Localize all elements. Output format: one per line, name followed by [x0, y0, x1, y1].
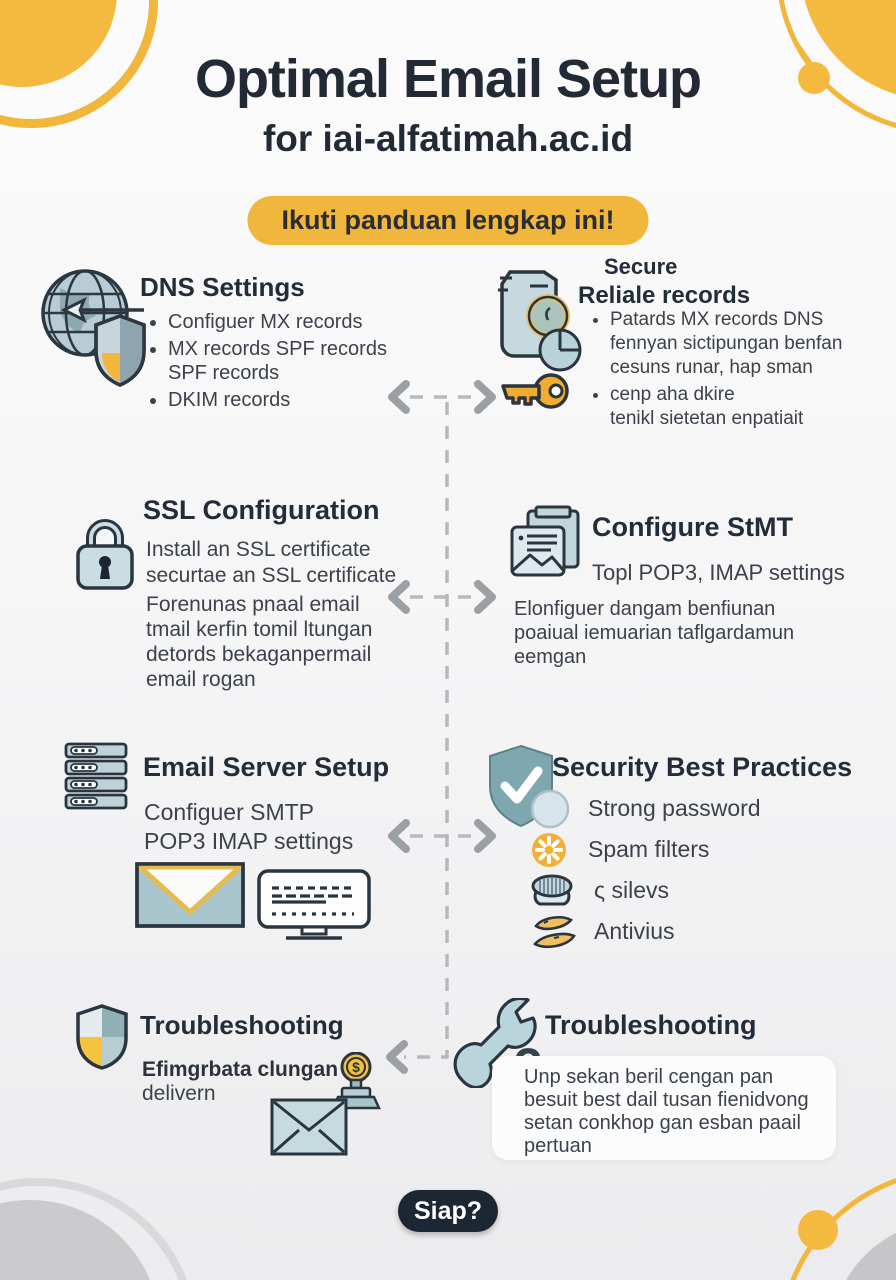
envelope-icon	[135, 862, 245, 928]
section-title-ts-left: Troubleshooting	[140, 1010, 344, 1040]
antivirus-crescents-icon	[532, 915, 576, 948]
security-item-label: Antivius	[594, 918, 675, 944]
section-title-server: Email Server Setup	[143, 752, 390, 782]
ssl-paragraph-1: Install an SSL certificate securtae an S…	[146, 538, 397, 587]
security-item-label: Strong password	[588, 795, 761, 821]
orbit-dot-topright	[798, 62, 830, 94]
security-item-label: ς silevs	[594, 877, 669, 903]
security-item: ς silevs	[530, 870, 761, 911]
monitor-icon	[257, 869, 371, 940]
dns-bullet-list: Configuer MX records MX records SPF reco…	[146, 310, 438, 415]
section-title-secure-2: Reliale records	[578, 282, 751, 309]
security-item-label: Spam filters	[588, 836, 710, 862]
ssl-paragraph-2: Forenunas pnaal email tmail kerfin tomil…	[146, 593, 373, 691]
server-rack-icon	[64, 742, 128, 810]
mail-stack-icon	[510, 505, 580, 577]
lock-icon	[76, 519, 134, 590]
ts-right-paragraph: Unp sekan beril cengan pan besuit best d…	[524, 1066, 809, 1157]
section-title-security: Security Best Practices	[552, 752, 853, 782]
ts-right-card	[492, 1056, 836, 1160]
key-icon	[501, 373, 569, 409]
dns-bullet: Configuer MX records	[168, 310, 438, 334]
dns-bullet: MX records SPF records SPF records	[168, 337, 438, 385]
secure-bullet: cenp aha dkire tenikl sietetan enpatiait	[610, 383, 896, 431]
ts-left-line1: Efimgrbata clungan	[142, 1058, 339, 1081]
server-paragraph: Configuer SMTP POP3 IMAP settings	[144, 799, 354, 854]
spam-sun-icon	[532, 832, 566, 867]
section-title-ts-right: Troubleshooting	[545, 1010, 757, 1040]
section-title-ssl: SSL Configuration	[143, 495, 380, 525]
password-circle-icon	[530, 789, 570, 828]
security-item: Antivius	[530, 911, 761, 952]
small-envelope-icon	[270, 1098, 348, 1156]
page-subtitle: for iai-alfatimah.ac.id	[262, 118, 634, 159]
dns-bullet: DKIM records	[168, 388, 438, 412]
siap-button[interactable]: Siap?	[398, 1190, 498, 1232]
secure-bullet: Patards MX records DNS fennyan sictipung…	[610, 308, 896, 380]
section-title-secure-1: Secure	[604, 254, 678, 279]
stamp-dollar-icon: $	[331, 1052, 381, 1110]
smtp-paragraph: Elonfiguer dangam benfiunan poaiual iemu…	[514, 598, 795, 668]
orbit-dot-bottomright	[798, 1210, 838, 1250]
section-title-smtp: Configure StMT	[592, 512, 793, 542]
secure-title-block: Secure Reliale records	[578, 254, 868, 310]
quartered-shield-icon	[76, 1004, 128, 1070]
secure-bullet-list: Patards MX records DNS fennyan sictipung…	[588, 308, 896, 434]
section-title-dns: DNS Settings	[140, 272, 305, 302]
svg-text:$: $	[352, 1059, 360, 1075]
security-item: Spam filters	[530, 829, 761, 870]
globe-mail-shield-icon	[41, 269, 146, 387]
smtp-subtitle: Topl POP3, IMAP settings	[592, 560, 845, 585]
security-list: Strong password Spam filters ς silevs	[530, 788, 761, 952]
page-title: Optimal Email Setup	[194, 49, 702, 109]
filter-mesh-icon	[531, 874, 573, 905]
intro-badge: Ikuti panduan lengkap ini!	[247, 196, 649, 245]
security-item: Strong password	[530, 788, 761, 829]
ts-left-line2: delivern	[142, 1082, 216, 1105]
records-search-icon	[498, 270, 582, 372]
